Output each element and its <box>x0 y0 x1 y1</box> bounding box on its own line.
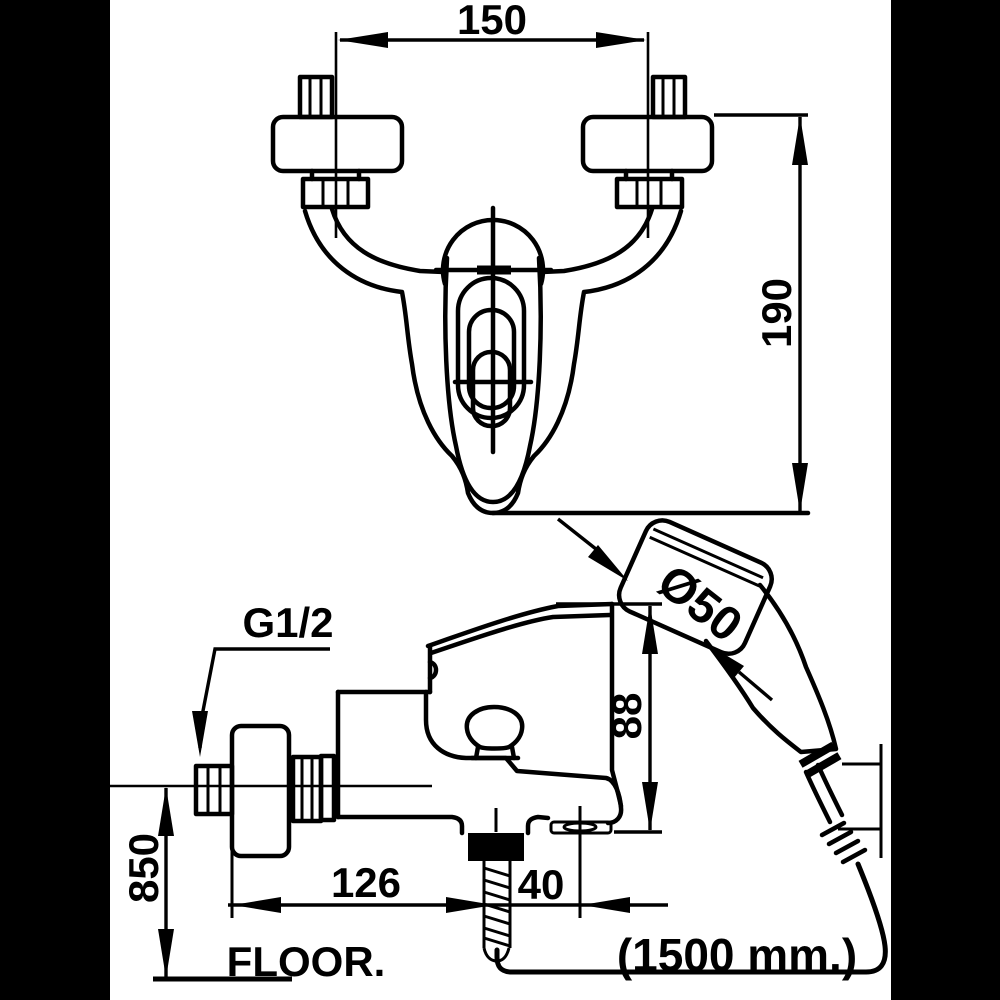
right-arm-inner-edge <box>539 206 655 275</box>
shower-head-face <box>616 518 774 656</box>
dim-850: 850 FLOOR. <box>120 787 385 985</box>
lever-top-edge <box>425 601 615 649</box>
left-arm-inner-edge <box>329 206 447 275</box>
front-view: 150 <box>270 0 811 516</box>
cap-button <box>427 659 439 681</box>
dim-150: 150 <box>338 0 646 48</box>
side-body <box>335 601 624 861</box>
dim-190-label: 190 <box>753 278 800 348</box>
hand-shower: Ø50 <box>556 517 883 858</box>
shower-hose <box>494 762 888 975</box>
floor-label: FLOOR. <box>227 938 386 985</box>
dim-88-label: 88 <box>603 693 650 740</box>
side-view: G1/2 88 126 <box>84 599 888 985</box>
dim-head-diameter-label: Ø50 <box>647 555 751 653</box>
dim-126-label: 126 <box>331 859 401 906</box>
hose-coupling <box>798 741 842 779</box>
hose-threaded-end <box>482 861 512 963</box>
lever-under-edge <box>428 612 613 656</box>
spout-outline <box>423 689 624 826</box>
dim-850-label: 850 <box>120 833 167 903</box>
dim-126-40: 126 40 <box>228 806 668 918</box>
dim-40-label: 40 <box>518 861 565 908</box>
lever-front-outline <box>443 255 543 505</box>
left-eccentric-union <box>270 74 405 210</box>
hose-loop <box>494 861 888 975</box>
dim-190: 190 <box>490 113 811 516</box>
dim-g12: G1/2 <box>192 599 334 757</box>
right-eccentric-union <box>580 74 715 210</box>
arrowhead <box>596 32 646 48</box>
hose-length-label: (1500 mm.) <box>617 929 857 981</box>
tub-outlet <box>468 833 524 861</box>
dim-88: 88 <box>556 602 662 834</box>
shower-handle-outline <box>703 582 839 755</box>
dim-g12-label: G1/2 <box>242 599 333 646</box>
side-wall-union <box>193 723 337 859</box>
arrowhead <box>338 32 388 48</box>
dim-150-label: 150 <box>457 0 527 43</box>
diverter-knob <box>464 704 525 751</box>
